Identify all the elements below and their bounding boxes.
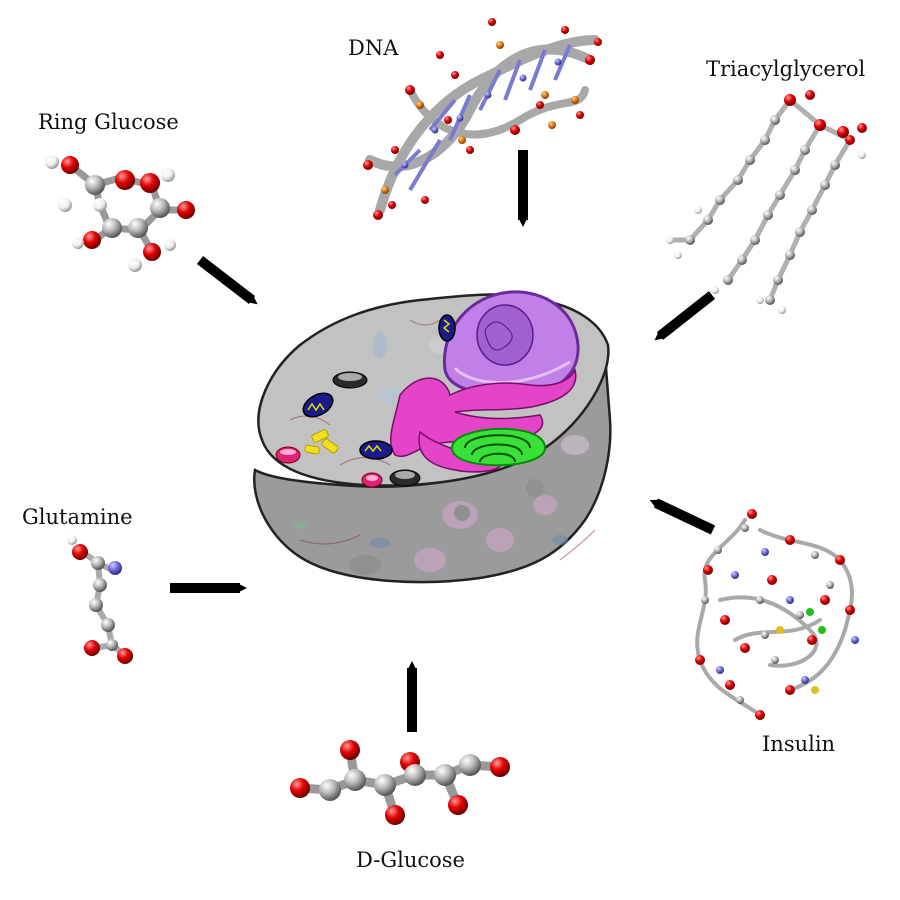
- mitochondria: [302, 314, 456, 460]
- dna-double-helix: [363, 18, 602, 220]
- d-glucose-molecule: [290, 740, 510, 825]
- arrow-triacylglycerol: [654, 291, 716, 341]
- centrioles: [304, 429, 339, 455]
- cell-filaments: [289, 319, 596, 561]
- triacylglycerol-molecule: [666, 90, 867, 314]
- ring-glucose-molecule: [45, 155, 195, 272]
- insulin-protein: [695, 509, 859, 720]
- label-dna: DNA: [348, 36, 399, 60]
- animal-cell-icon: [253, 290, 612, 584]
- arrow-insulin: [649, 498, 716, 535]
- label-triacylglycerol: Triacylglycerol: [706, 57, 866, 81]
- nucleolus: [476, 304, 534, 366]
- nucleus: [442, 290, 580, 397]
- glutamine-molecule: [67, 535, 133, 664]
- label-d-glucose: D-Glucose: [356, 848, 465, 872]
- cell-vesicles: [294, 331, 589, 575]
- arrow-ring-glucose: [196, 256, 258, 305]
- arrows: [170, 150, 716, 732]
- label-ring-glucose: Ring Glucose: [38, 110, 179, 134]
- golgi-apparatus: [450, 427, 547, 467]
- label-glutamine: Glutamine: [22, 505, 133, 529]
- label-insulin: Insulin: [762, 732, 836, 756]
- lysosomes: [275, 371, 421, 488]
